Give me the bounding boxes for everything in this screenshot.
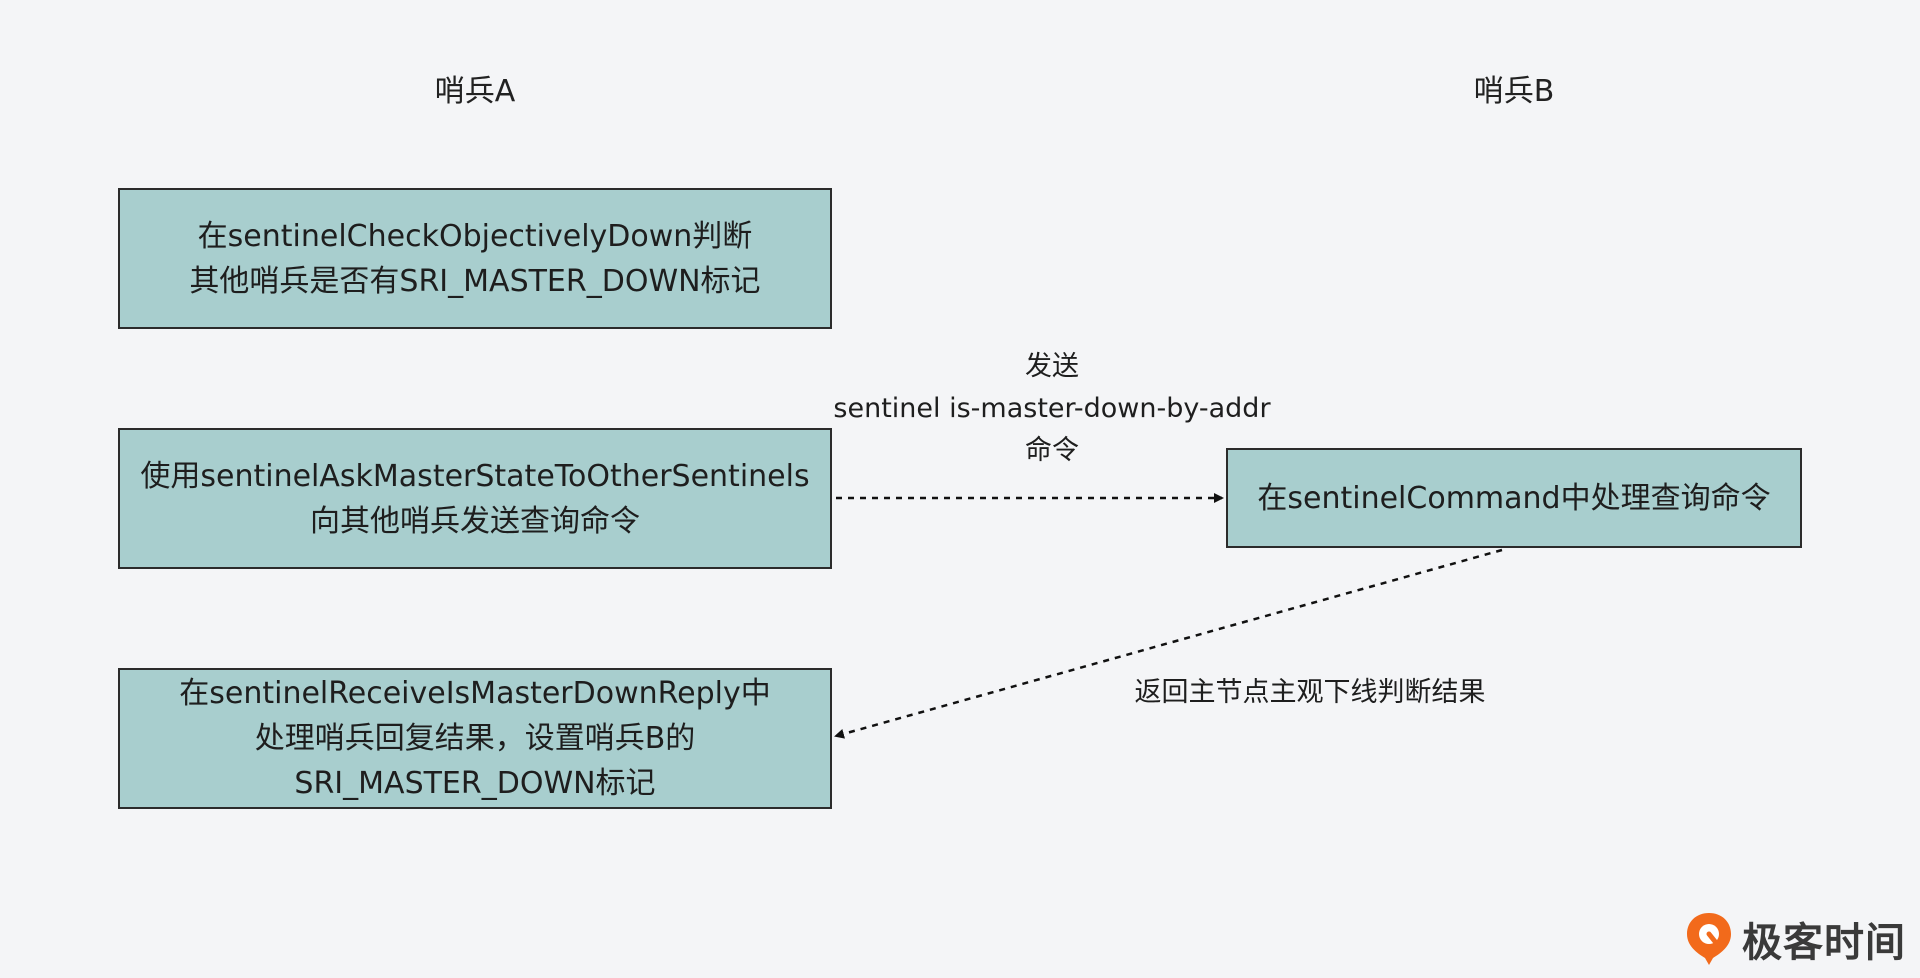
send-edge-label: 发送 sentinel is-master-down-by-addr 命令 xyxy=(782,346,1322,472)
return-result-arrow xyxy=(834,548,1503,739)
geektime-logo-text: 极客时间 xyxy=(1742,920,1906,966)
sentinel-command-box: 在sentinelCommand中处理查询命令 xyxy=(1226,448,1802,548)
geektime-logo: 极客时间 xyxy=(1684,910,1906,968)
reply-edge-label-line1: 返回主节点主观下线判断结果 xyxy=(1134,677,1486,708)
sentinel-b-title: 哨兵B xyxy=(1473,74,1555,109)
check-objectively-down-line2: 其他哨兵是否有SRI_MASTER_DOWN标记 xyxy=(189,263,761,299)
send-edge-label-line3: 命令 xyxy=(1025,435,1079,466)
geektime-logo-icon xyxy=(1687,913,1731,965)
check-objectively-down-line1: 在sentinelCheckObjectivelyDown判断 xyxy=(197,218,753,254)
receive-reply-line2: 处理哨兵回复结果，设置哨兵B的 xyxy=(254,721,696,756)
reply-edge-label: 返回主节点主观下线判断结果 xyxy=(1090,672,1530,714)
receive-reply-line3: SRI_MASTER_DOWN标记 xyxy=(294,766,656,801)
sentinel-a-title: 哨兵A xyxy=(434,74,516,109)
sentinel-command-line1: 在sentinelCommand中处理查询命令 xyxy=(1257,480,1771,516)
receive-reply-line1: 在sentinelReceiveIsMasterDownReply中 xyxy=(179,676,771,711)
receive-reply-box: 在sentinelReceiveIsMasterDownReply中 处理哨兵回… xyxy=(118,668,832,809)
check-objectively-down-box: 在sentinelCheckObjectivelyDown判断 其他哨兵是否有S… xyxy=(118,188,832,329)
send-edge-label-line2: sentinel is-master-down-by-addr xyxy=(833,393,1271,424)
ask-master-state-box: 使用sentinelAskMasterStateToOtherSentinels… xyxy=(118,428,832,569)
send-edge-label-line1: 发送 xyxy=(1025,351,1079,382)
ask-master-state-line2: 向其他哨兵发送查询命令 xyxy=(310,503,640,539)
ask-master-state-line1: 使用sentinelAskMasterStateToOtherSentinels xyxy=(140,458,810,494)
